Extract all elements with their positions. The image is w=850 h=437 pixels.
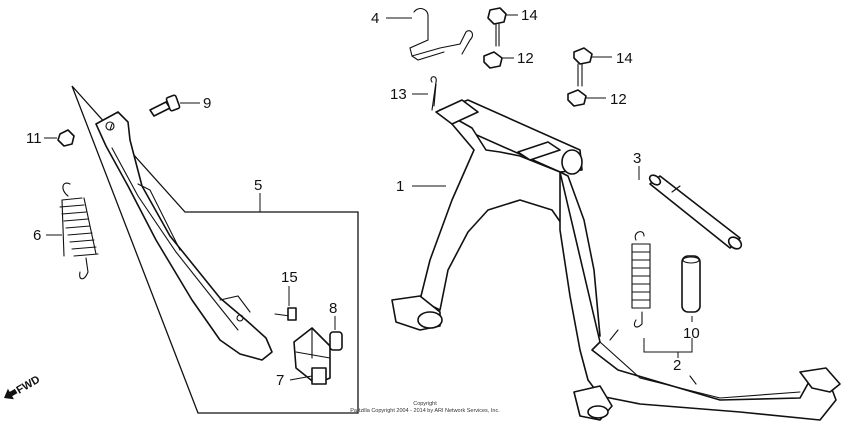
callout-10: 10 (683, 325, 700, 342)
callout-14a: 14 (521, 7, 538, 24)
callout-11: 11 (26, 130, 42, 147)
pivot-shaft (648, 174, 743, 250)
bolt-9 (149, 94, 181, 117)
forward-arrow-icon: FWD (4, 374, 42, 400)
bolt-14b (573, 47, 593, 87)
callout-2: 2 (673, 357, 681, 374)
callout-3: 3 (633, 150, 641, 167)
callout-5: 5 (254, 177, 262, 194)
bolt-14a (487, 7, 507, 47)
callout-1: 1 (396, 178, 404, 195)
nut-11 (57, 129, 75, 147)
callout-6: 6 (33, 227, 41, 244)
callout-15: 15 (281, 269, 298, 286)
forward-label: FWD (14, 374, 42, 397)
leader-2 (643, 338, 693, 353)
group-outline-5 (71, 85, 359, 414)
collar-10 (681, 255, 701, 313)
callout-12a: 12 (517, 50, 534, 67)
rubber-block (293, 327, 331, 385)
callout-12b: 12 (610, 91, 627, 108)
callout-4: 4 (371, 10, 379, 27)
spring-2 (631, 231, 651, 328)
main-stand (391, 99, 841, 421)
callout-14b: 14 (616, 50, 633, 67)
callout-8: 8 (329, 300, 337, 317)
pin-13 (430, 76, 437, 111)
nut-12b (567, 89, 587, 107)
nut-12a (483, 51, 503, 69)
copyright-line-1: Copyright (413, 401, 437, 407)
side-stand-arm (95, 111, 273, 361)
collar-8 (329, 331, 343, 351)
spring-6 (59, 182, 99, 280)
callout-13: 13 (390, 86, 407, 103)
callout-9: 9 (203, 95, 211, 112)
bracket-4 (409, 7, 474, 61)
callout-7: 7 (276, 372, 284, 389)
bolt-15 (274, 307, 297, 321)
leader-7 (289, 375, 313, 381)
copyright-line-2: Partzilla Copyright 2004 - 2014 by ARI N… (350, 408, 500, 414)
